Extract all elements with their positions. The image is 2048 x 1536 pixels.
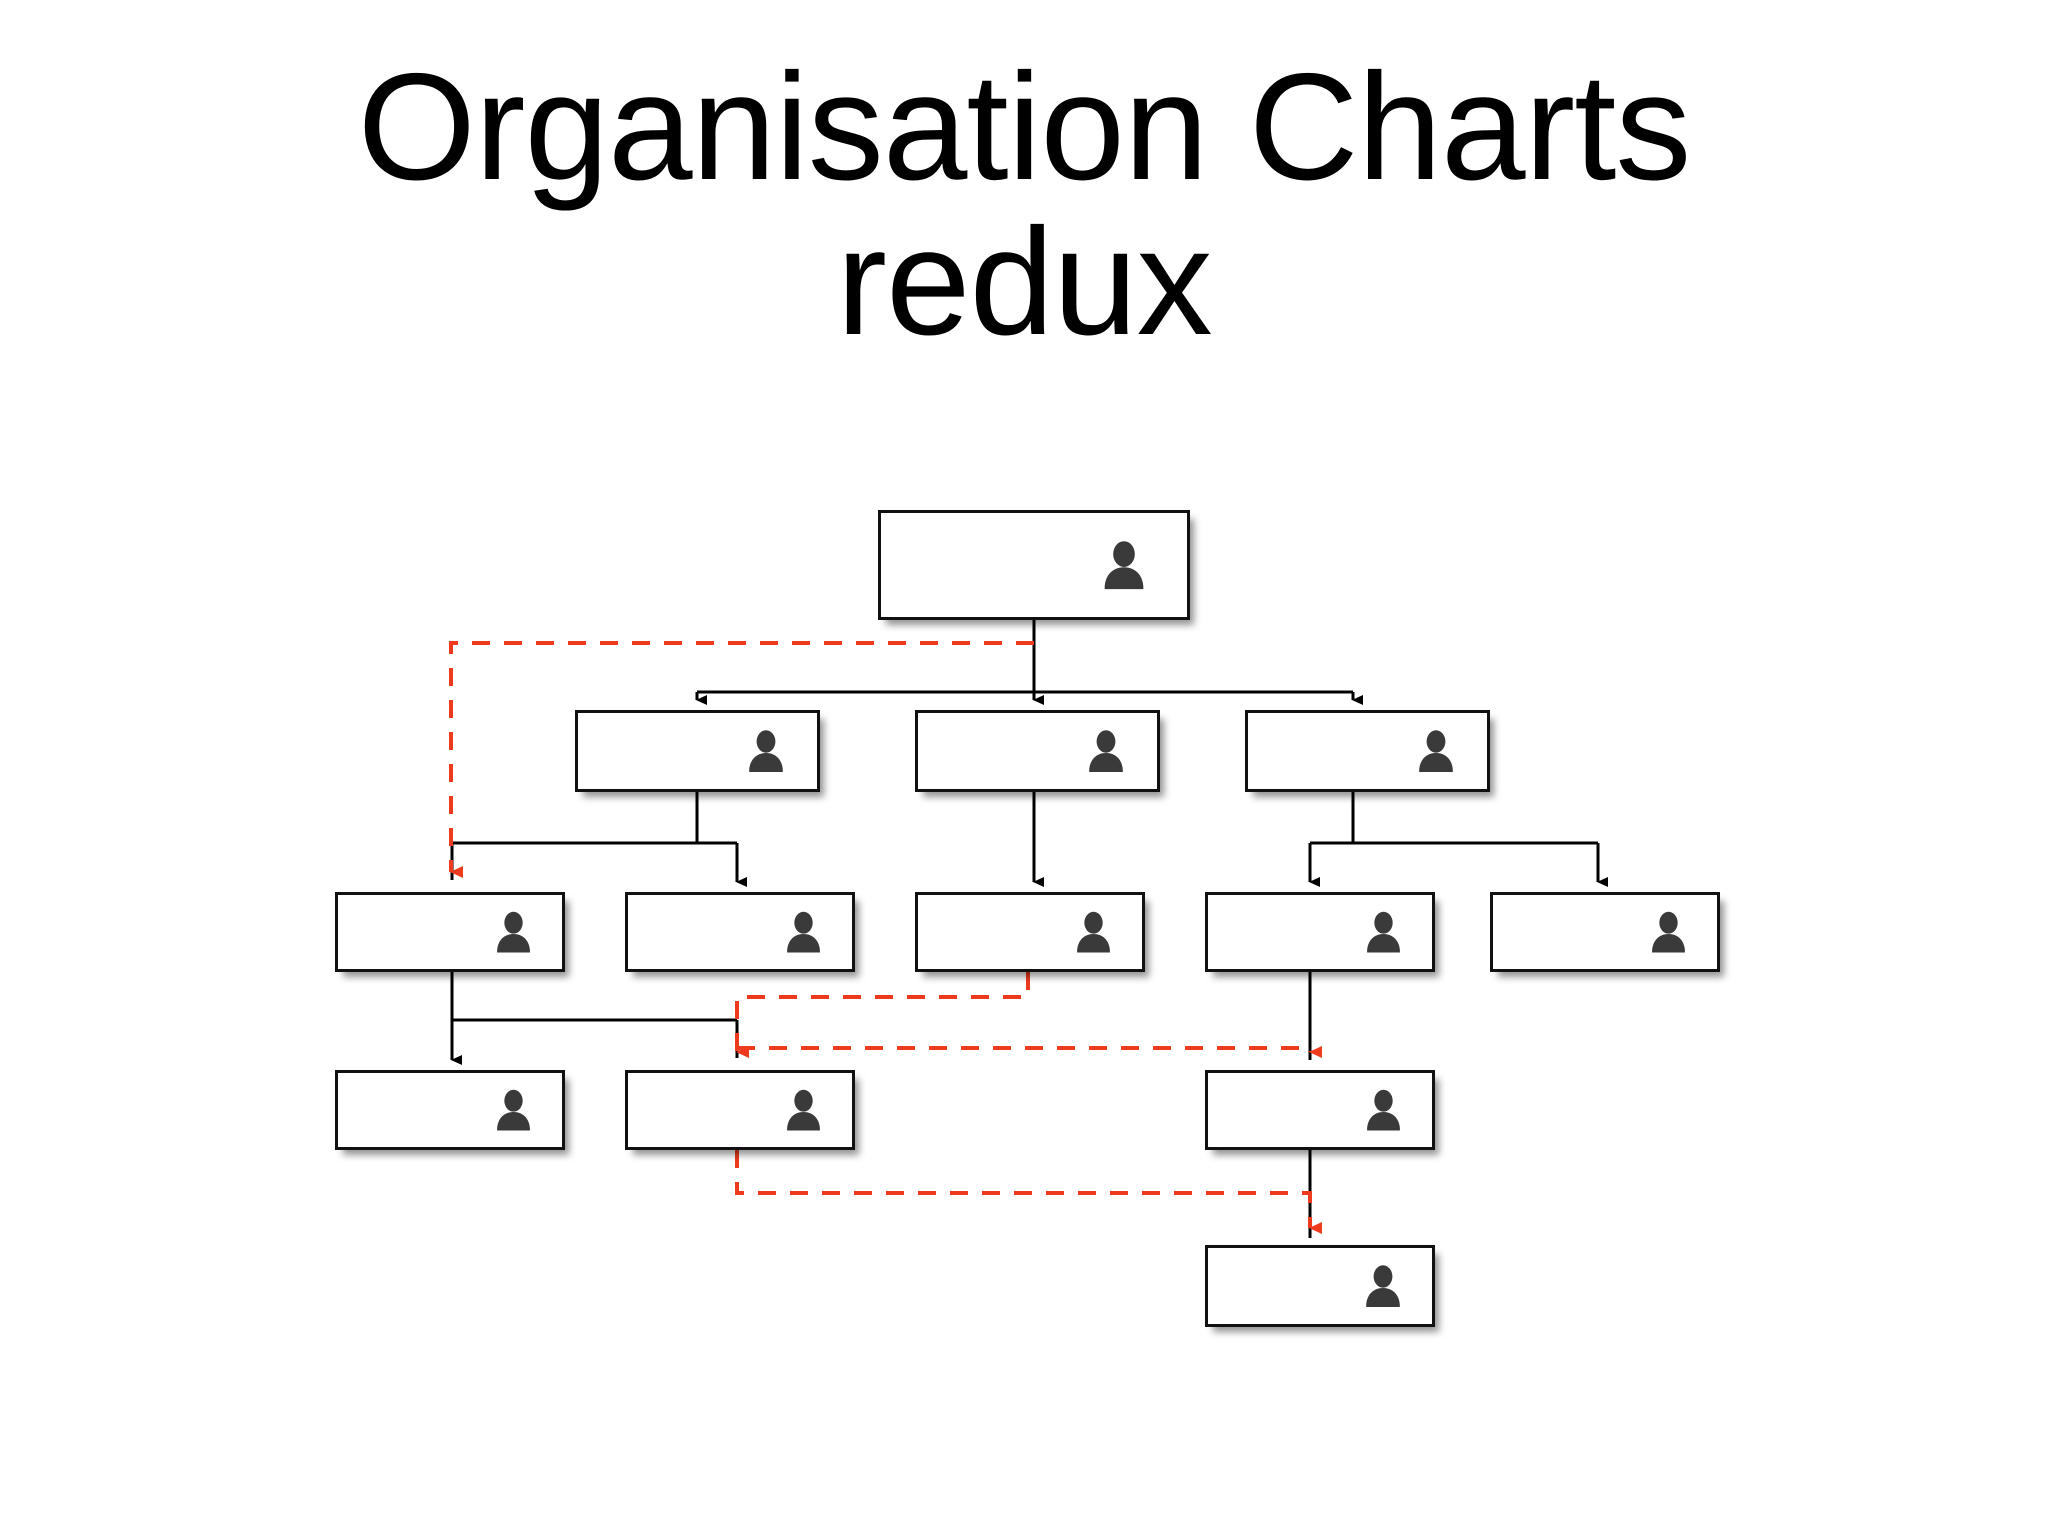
person-icon [1366, 1265, 1400, 1307]
org-node-n0[interactable] [878, 510, 1190, 620]
org-node-n10[interactable] [625, 1070, 855, 1150]
org-node-n6[interactable] [915, 892, 1145, 972]
person-icon [1419, 730, 1453, 772]
person-icon [1089, 730, 1123, 772]
org-node-n2[interactable] [915, 710, 1160, 792]
org-node-n11[interactable] [1205, 1070, 1435, 1150]
page-title: Organisation Charts redux [0, 42, 2048, 368]
dashed-edge-n6-n10 [735, 972, 1030, 1058]
person-icon [786, 1089, 820, 1131]
org-node-n1[interactable] [575, 710, 820, 792]
org-node-n5[interactable] [625, 892, 855, 972]
person-icon [1076, 911, 1110, 953]
org-node-n9[interactable] [335, 1070, 565, 1150]
org-node-n8[interactable] [1490, 892, 1720, 972]
person-icon [786, 911, 820, 953]
person-icon [496, 1089, 530, 1131]
person-icon [1366, 1089, 1400, 1131]
dashed-edge-n6-n11 [737, 1046, 1322, 1058]
org-node-n12[interactable] [1205, 1245, 1435, 1327]
dashed-edge-n10-n12 [735, 1150, 1322, 1234]
person-icon [1104, 541, 1144, 590]
person-icon [1651, 911, 1685, 953]
org-node-n7[interactable] [1205, 892, 1435, 972]
title-line-1: Organisation Charts [357, 42, 1692, 212]
person-icon [749, 730, 783, 772]
title-line-2: redux [836, 197, 1212, 368]
org-node-n3[interactable] [1245, 710, 1490, 792]
org-node-n4[interactable] [335, 892, 565, 972]
person-icon [496, 911, 530, 953]
person-icon [1366, 911, 1400, 953]
